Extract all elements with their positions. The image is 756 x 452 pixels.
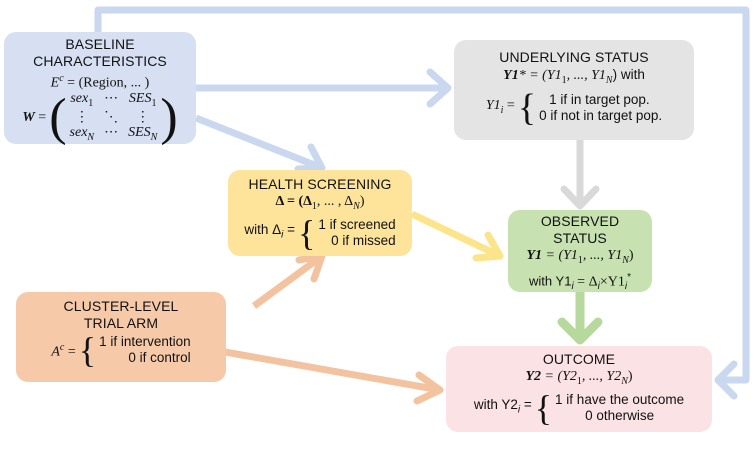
outcome-cases: with Y2i = { 1 if have the outcome 0 oth… <box>473 387 685 428</box>
cluster-case-1: 1 if intervention <box>99 334 191 349</box>
arrow-baseline-to-screening <box>194 114 324 172</box>
screening-case-2: 0 if missed <box>331 232 396 248</box>
arrowhead-screening-to-observed <box>472 231 504 262</box>
outcome-title: OUTCOME <box>542 351 616 367</box>
cluster-title-line2: TRIAL ARM <box>83 315 159 331</box>
baseline-w-matrix: W = ( sex1 ⋯ SES1 ⋮ ⋱ ⋮ sexN ⋯ SESN ) <box>22 88 178 146</box>
underlying-status-box: UNDERLYING STATUS Y1* = (Y11, ..., Y1N) … <box>454 40 694 140</box>
screening-case-1: 1 if screened <box>318 216 396 232</box>
arrowhead-underlying-to-observed <box>560 185 600 210</box>
arrowhead-baseline-to-underlying <box>426 68 452 108</box>
baseline-characteristics-box: BASELINE CHARACTERISTICS Ec = (Region, .… <box>4 32 196 144</box>
baseline-region-equation: Ec = (Region, ... ) <box>50 73 150 91</box>
underlying-cases: Y1i = { 1 if in target pop. 0 if not in … <box>485 86 663 129</box>
covariate-matrix: sex1 ⋯ SES1 ⋮ ⋱ ⋮ sexN ⋯ SESN <box>69 90 158 144</box>
arrow-baseline-to-outcome <box>94 6 750 384</box>
outcome-box: OUTCOME Y2 = (Y21, ..., Y2N) with Y2i = … <box>446 346 712 432</box>
baseline-title-line1: BASELINE <box>65 36 135 52</box>
underlying-case-2: 0 if not in target pop. <box>539 107 663 123</box>
cluster-case-2: 0 if control <box>128 350 191 365</box>
screening-equation: Δ = (Δ1, ... , ΔN) <box>275 194 365 212</box>
arrowhead-baseline-to-outcome <box>714 360 738 400</box>
arrow-cluster-to-outcome <box>224 348 441 394</box>
arrowhead-cluster-to-outcome <box>413 371 444 405</box>
cluster-trial-arm-box: CLUSTER-LEVEL TRIAL ARM Ac = { 1 if inte… <box>16 292 226 382</box>
health-screening-box: HEALTH SCREENING Δ = (Δ1, ... , ΔN) with… <box>228 170 412 256</box>
baseline-title-line2: CHARACTERISTICS <box>33 53 167 69</box>
screening-cases: with Δi = { 1 if screened 0 if missed <box>244 212 396 253</box>
arrow-cluster-to-screening <box>251 253 325 309</box>
cluster-title-line1: CLUSTER-LEVEL <box>63 298 179 314</box>
underlying-equation: Y1* = (Y11, ..., Y1N) with <box>503 67 645 86</box>
observed-definition: with Y1i = Δi×Y1i* <box>529 271 631 292</box>
arrowhead-cluster-to-screening <box>295 252 326 283</box>
screening-title: HEALTH SCREENING <box>248 176 392 192</box>
cluster-cases: Ac = { 1 if intervention 0 if control <box>51 330 191 370</box>
arrowhead-baseline-to-screening <box>294 143 326 173</box>
underlying-case-1: 1 if in target pop. <box>549 91 650 107</box>
arrowhead-observed-to-outcome <box>557 317 603 345</box>
outcome-case-2: 0 otherwise <box>585 407 655 423</box>
outcome-equation: Y2 = (Y21, ..., Y2N) <box>525 369 633 387</box>
observed-title-line1: OBSERVED <box>540 213 620 229</box>
observed-status-box: OBSERVED STATUS Y1 = (Y11, ..., Y1N) wit… <box>508 210 652 292</box>
underlying-title: UNDERLYING STATUS <box>499 49 649 65</box>
observed-title-line2: STATUS <box>553 230 607 246</box>
outcome-case-1: 1 if have the outcome <box>555 391 685 407</box>
observed-equation: Y1 = (Y11, ..., Y1N) <box>526 248 634 266</box>
arrow-screening-to-observed <box>410 210 502 260</box>
